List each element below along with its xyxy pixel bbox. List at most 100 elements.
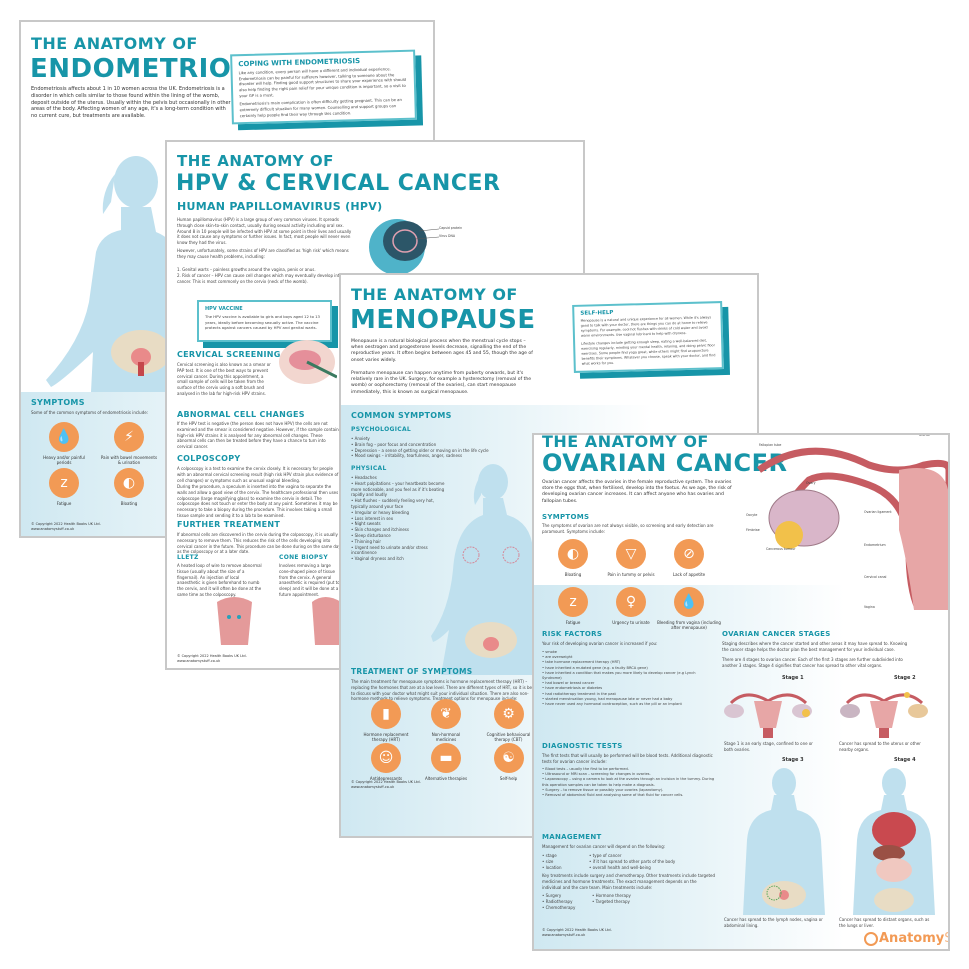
coping-p2: Endometriosis's main complication is oft…: [239, 97, 402, 119]
lletz-text: A heated loop of wire to remove abnormal…: [177, 563, 262, 597]
poster-kicker: THE ANATOMY OF: [351, 285, 518, 304]
poster-title: OVARIAN CANCER: [542, 449, 788, 477]
colposcopy-text-1: A colposcopy is a test to examine the ce…: [177, 466, 339, 483]
symptoms-intro: The symptoms of ovarian are not always v…: [542, 523, 714, 534]
cone-biopsy-diagram-icon: [312, 597, 341, 645]
psychological-heading: PSYCHOLOGICAL: [351, 426, 412, 433]
intro-text: Endometriosis affects about 1 in 10 wome…: [31, 86, 231, 119]
medicine-jar-icon: ☺: [371, 743, 401, 773]
pill-bottles-icon: ▮: [371, 699, 401, 729]
symptom-bleeding: 💧 Bleeding from vagina (including after …: [656, 587, 722, 630]
symptom-pelvis-pain: ▽ Pain in tummy or pelvis: [606, 539, 656, 577]
psychological-list: Anxiety Brain fog – poor focus and conce…: [351, 436, 501, 459]
symptoms-intro: Some of the common symptoms of endometri…: [31, 410, 149, 415]
massage-icon: ▬: [431, 743, 461, 773]
abnormal-heading: ABNORMAL CELL CHANGES: [177, 410, 305, 419]
common-symptoms-heading: COMMON SYMPTOMS: [351, 411, 452, 420]
intro-2: Premature menopause can happen anytime f…: [351, 371, 532, 395]
intro-1: Human papillomavirus (HPV) is a large gr…: [177, 217, 352, 246]
symptoms-heading: SYMPTOMS: [542, 513, 590, 521]
poster-kicker: THE ANATOMY OF: [177, 152, 334, 170]
screening-text: Cervical screening is also known as a sm…: [177, 362, 271, 396]
stage-2-desc: Cancer has spread to the uterus or other…: [839, 741, 921, 752]
anatomystuff-logo: AnatomyStuff: [864, 931, 948, 946]
management-intro: Management for ovarian cancer will depen…: [542, 844, 666, 849]
bladder-icon: ⚡: [114, 422, 144, 452]
stage-3-desc: Cancer has spread to the lymph nodes, va…: [724, 917, 823, 928]
sleep-icon: z: [49, 468, 79, 498]
symptom-fatigue: z Fatigue: [39, 468, 89, 506]
diagnostic-list: Blood tests – usually the first to be pe…: [542, 767, 717, 798]
meditation-icon: ☯: [493, 743, 524, 773]
stage-1-uterus-icon: [724, 693, 812, 738]
copyright: © Copyright 2022 Health Books UK Ltd. ww…: [542, 928, 612, 937]
symptom-heavy-periods: 💧 Heavy and/or painful periods: [39, 422, 89, 465]
female-silhouette-icon: [431, 464, 539, 675]
copyright: © Copyright 2022 Health Books UK Ltd. ww…: [177, 654, 247, 663]
stage-4-desc: Cancer has spread to distant organs, suc…: [839, 917, 930, 928]
intro-2: However, unfortunately, some strains of …: [177, 248, 349, 259]
symptom-fatigue: z Fatigue: [548, 587, 598, 625]
further-treatment-heading: FURTHER TREATMENT: [177, 520, 281, 529]
treatment-hrt: ▮ Hormone replacement therapy (HRT): [361, 699, 411, 742]
physical-heading: PHYSICAL: [351, 465, 387, 472]
poster-title: MENOPAUSE: [350, 305, 536, 335]
intro-1: Menopause is a natural biological proces…: [351, 339, 533, 363]
copyright: © Copyright 2022 Health Books UK Ltd. ww…: [31, 522, 101, 531]
self-help-box: SELF-HELP Menopause is a natural and uni…: [572, 301, 724, 373]
treatment-self-help: ☯ Self-help: [481, 743, 536, 781]
treatment-cbt: ⚙ Cognitive behavioural therapy (CBT): [481, 699, 536, 742]
stage-2-uterus-icon: [840, 692, 928, 738]
urgency-icon: ♀: [616, 587, 646, 617]
mortar-herbs-icon: ❦: [431, 699, 461, 729]
stage-4-body-icon: [853, 768, 935, 915]
further-treatment-text: If abnormal cells are discovered in the …: [177, 532, 341, 555]
management-text: Key treatments include surgery and chemo…: [542, 873, 716, 890]
treatments-col-1: Surgery Radiotherapy Chemotherapy: [542, 893, 587, 910]
coping-box: COPING WITH ENDOMETRIOSIS Like any condi…: [230, 49, 417, 125]
cone-biopsy-heading: CONE BIOPSY: [279, 554, 328, 561]
poster-kicker: THE ANATOMY OF: [31, 34, 198, 53]
uterus-anatomy-diagram-icon: [756, 447, 948, 610]
sleep-icon: z: [558, 587, 588, 617]
screening-diagram-icon: [279, 340, 337, 384]
hpv-vaccine-box: HPV VACCINE The HPV vaccine is available…: [197, 300, 332, 342]
pelvis-pain-icon: ▽: [616, 539, 646, 569]
lletz-diagram-icon: [217, 597, 252, 645]
treatment-non-hormonal: ❦ Non-hormonal medicines: [421, 699, 471, 742]
no-cutlery-icon: ⊘: [674, 539, 704, 569]
treatment-heading: TREATMENT OF SYMPTOMS: [351, 667, 473, 676]
copyright: © Copyright 2022 Health Books UK Ltd. ww…: [351, 780, 421, 789]
stage-2-label: Stage 2: [894, 675, 916, 681]
logo-ring-icon: [864, 931, 878, 946]
risk-factors-heading: RISK FACTORS: [542, 630, 603, 638]
management-col-1: stage size location: [542, 853, 582, 870]
stage-3-label: Stage 3: [782, 757, 804, 763]
coping-p1: Like any condition, every person will ha…: [238, 66, 407, 98]
treatment-alternative: ▬ Alternative therapies: [421, 743, 471, 781]
symptom-urgency: ♀ Urgency to urinate: [606, 587, 656, 625]
droplets-icon: 💧: [674, 587, 704, 617]
stage-4-label: Stage 4: [894, 757, 916, 763]
symptom-bowel-pain: ⚡ Pain with bowel movements & urination: [99, 422, 159, 465]
symptom-lack-of-appetite: ⊘ Lack of appetite: [664, 539, 714, 577]
diagnostic-intro: The first tests that will usually be per…: [542, 753, 713, 764]
colposcopy-text-2: During the procedure, a speculum is inse…: [177, 484, 342, 518]
abnormal-text: If the HPV test is negative (the person …: [177, 421, 341, 450]
poster-kicker: THE ANATOMY OF: [542, 433, 709, 451]
treatment-antidepressants: ☺ Antidepressants: [361, 743, 411, 781]
intro-text: Ovarian cancer affects the ovaries in th…: [542, 480, 732, 504]
head-gears-icon: ⚙: [493, 699, 524, 729]
treatments-col-2: Hormone therapy Targeted therapy: [592, 893, 672, 905]
droplets-icon: 💧: [49, 422, 79, 452]
physical-list: Headaches Heart palpitations – your hear…: [351, 475, 451, 562]
female-silhouette-icon: [46, 156, 181, 392]
stages-p1: Staging describes where the cancer start…: [722, 641, 908, 652]
bloating-icon: ◐: [114, 468, 144, 498]
poster-ovarian-cancer: THE ANATOMY OF OVARIAN CANCER Ovarian ca…: [532, 433, 950, 951]
cone-biopsy-text: Involves removing a large cone-shaped pi…: [279, 563, 340, 597]
risk-factors-intro: Your risk of developing ovarian cancer i…: [542, 641, 658, 646]
management-heading: MANAGEMENT: [542, 833, 602, 841]
subtitle: HUMAN PAPILLOMAVIRUS (HPV): [177, 200, 383, 213]
stage-3-body-icon: [743, 768, 825, 915]
